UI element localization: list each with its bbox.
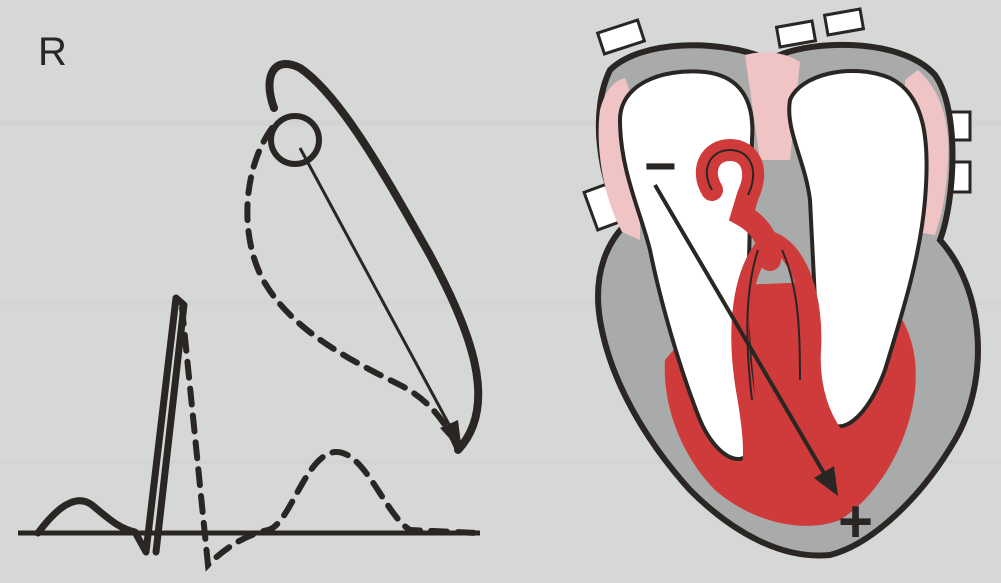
vessel-stub	[825, 9, 864, 35]
lead-label: R	[38, 30, 67, 75]
positive-pole-label: +	[838, 492, 873, 552]
vessel-stub	[777, 21, 816, 47]
negative-pole-label: −	[644, 138, 677, 194]
